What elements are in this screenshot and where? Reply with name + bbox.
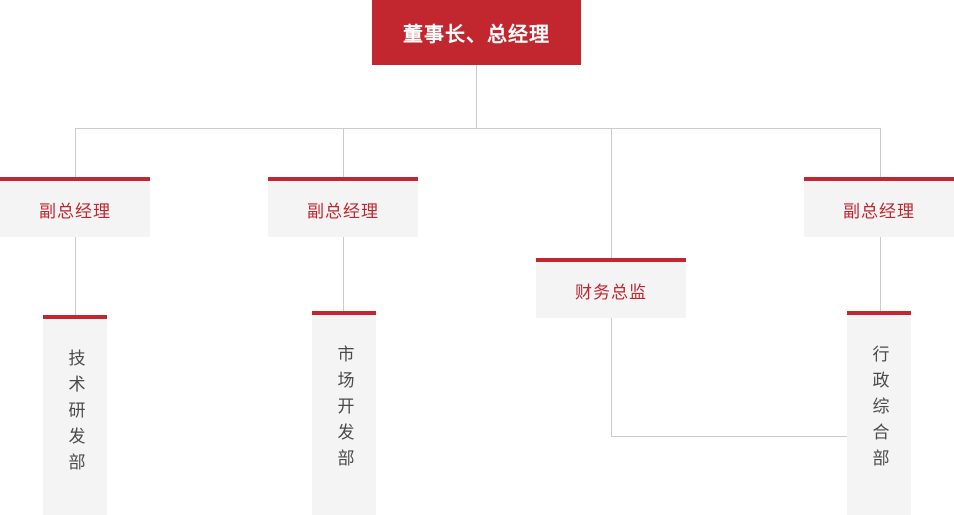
node-deputy-general-manager-3[interactable]: 副总经理	[804, 177, 954, 237]
node-label: 副总经理	[307, 201, 379, 221]
connector-drop-manager-2	[343, 128, 344, 177]
node-department-market-development[interactable]: 市场开发部	[312, 311, 376, 515]
node-label: 副总经理	[39, 201, 111, 221]
connector-drop-finance-director	[611, 128, 612, 258]
node-label: 市场开发部	[334, 345, 354, 475]
connector-root-stem	[476, 65, 477, 128]
connector-distribution-bar	[75, 128, 881, 129]
connector-finance-elbow-horizontal	[611, 436, 881, 437]
connector-drop-dept-3	[880, 237, 881, 315]
node-chairman-general-manager[interactable]: 董事长、总经理	[372, 0, 581, 65]
node-department-rnd[interactable]: 技术研发部	[43, 315, 107, 515]
node-finance-director[interactable]: 财务总监	[536, 258, 686, 318]
node-department-administration[interactable]: 行政综合部	[847, 311, 911, 515]
connector-finance-elbow-vertical	[611, 318, 612, 436]
node-label: 技术研发部	[65, 349, 85, 479]
node-deputy-general-manager-2[interactable]: 副总经理	[268, 177, 418, 237]
node-deputy-general-manager-1[interactable]: 副总经理	[0, 177, 150, 237]
connector-drop-dept-2	[343, 237, 344, 315]
node-label: 行政综合部	[869, 345, 889, 475]
connector-drop-dept-1	[75, 237, 76, 315]
node-label: 财务总监	[575, 282, 647, 302]
node-label: 副总经理	[843, 201, 915, 221]
connector-drop-manager-4	[880, 128, 881, 177]
connector-drop-manager-1	[75, 128, 76, 177]
node-label: 董事长、总经理	[403, 24, 550, 46]
